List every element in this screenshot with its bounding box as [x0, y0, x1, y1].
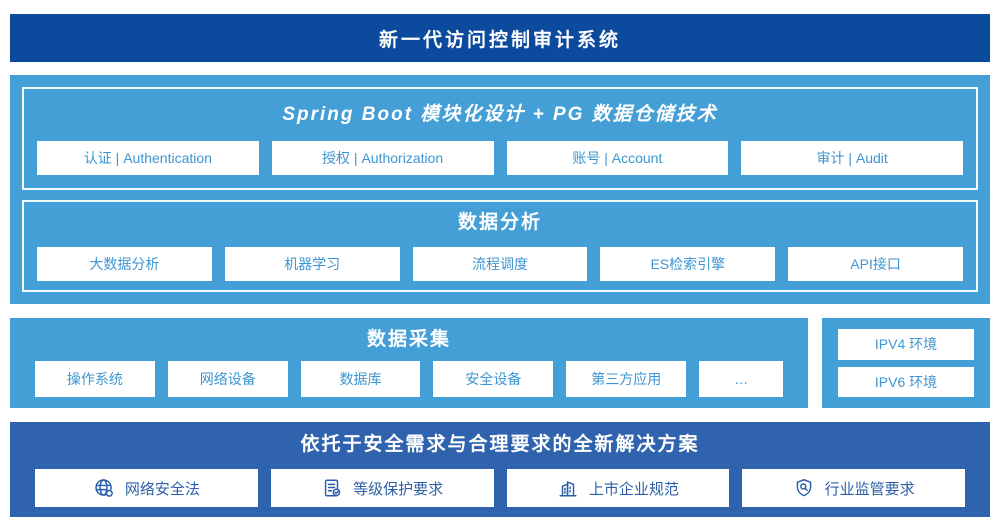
solution-label: 上市企业规范	[588, 480, 679, 498]
collection-label: 安全设备	[465, 371, 522, 387]
environment-box-ipv6: IPV6 环境	[838, 366, 974, 397]
collection-section: 数据采集 操作系统 网络设备 数据库 安全设备 第三方应用 …	[10, 318, 808, 408]
diagram-title: 新一代访问控制审计系统	[378, 29, 621, 51]
module-label: 账号 | Account	[572, 150, 663, 166]
solution-box-cybersecurity-law: 网络安全法	[35, 469, 258, 507]
environment-section: IPV4 环境 IPV6 环境	[822, 318, 990, 408]
analysis-row: 大数据分析 机器学习 流程调度 ES检索引擎 API接口	[37, 247, 963, 281]
solution-label: 等级保护要求	[353, 480, 444, 498]
solution-row: 网络安全法 等级保护要求	[35, 469, 965, 507]
solution-box-industry-regulation: 行业监管要求	[742, 469, 965, 507]
diagram-title-banner: 新一代访问控制审计系统	[10, 14, 990, 62]
collection-title: 数据采集	[366, 329, 451, 350]
solution-box-classified-protection: 等级保护要求	[270, 469, 494, 507]
analysis-subsection: 数据分析 大数据分析 机器学习 流程调度 ES检索引擎 API接口	[22, 200, 978, 292]
globe-icon	[93, 477, 115, 499]
modules-title: Spring Boot 模块化设计 + PG 数据仓储技术	[282, 104, 718, 125]
environment-label: IPV4 环境	[874, 336, 938, 353]
module-box-audit: 审计 | Audit	[741, 141, 963, 175]
module-box-authentication: 认证 | Authentication	[37, 141, 259, 175]
analysis-box-bigdata: 大数据分析	[37, 247, 212, 281]
collection-label: 数据库	[339, 371, 382, 387]
collection-label: 网络设备	[199, 371, 256, 387]
module-box-account: 账号 | Account	[506, 141, 729, 175]
collection-box-thirdparty: 第三方应用	[566, 361, 687, 397]
modules-row: 认证 | Authentication 授权 | Authorization 账…	[37, 141, 963, 175]
modules-subsection: Spring Boot 模块化设计 + PG 数据仓储技术 认证 | Authe…	[22, 87, 978, 190]
analysis-label: 流程调度	[471, 256, 528, 272]
analysis-box-workflow: 流程调度	[412, 247, 588, 281]
analysis-label: 机器学习	[284, 256, 341, 272]
collection-box-network-device: 网络设备	[167, 361, 288, 397]
collection-label: 第三方应用	[591, 371, 662, 387]
solution-label: 网络安全法	[124, 480, 200, 498]
module-label: 审计 | Audit	[816, 150, 888, 166]
analysis-label: API接口	[850, 256, 901, 272]
analysis-label: 大数据分析	[89, 256, 160, 272]
analysis-box-ml: 机器学习	[224, 247, 400, 281]
analysis-box-es: ES检索引擎	[600, 247, 776, 281]
analysis-box-api: API接口	[788, 247, 963, 281]
module-label: 认证 | Authentication	[83, 150, 212, 166]
shield-search-icon	[793, 477, 815, 499]
module-box-authorization: 授权 | Authorization	[271, 141, 494, 175]
environment-label: IPV6 环境	[874, 373, 938, 390]
module-label: 授权 | Authorization	[322, 150, 444, 166]
building-icon	[557, 477, 579, 499]
environment-box-ipv4: IPV4 环境	[838, 329, 974, 360]
platform-section: Spring Boot 模块化设计 + PG 数据仓储技术 认证 | Authe…	[10, 75, 990, 304]
solution-title: 依托于安全需求与合理要求的全新解决方案	[300, 434, 700, 455]
collection-box-more: …	[699, 361, 784, 397]
solution-box-listed-company: 上市企业规范	[506, 469, 730, 507]
collection-label: 操作系统	[66, 371, 123, 387]
document-check-icon	[321, 477, 343, 499]
collection-box-os: 操作系统	[35, 361, 155, 397]
analysis-label: ES检索引擎	[650, 256, 726, 272]
solution-section: 依托于安全需求与合理要求的全新解决方案 网络安全法	[10, 422, 990, 517]
analysis-title: 数据分析	[457, 212, 542, 233]
collection-box-database: 数据库	[300, 361, 421, 397]
collection-row: 操作系统 网络设备 数据库 安全设备 第三方应用 …	[35, 361, 784, 397]
ellipsis-label: …	[734, 371, 749, 387]
solution-label: 行业监管要求	[824, 480, 915, 498]
collection-box-security-device: 安全设备	[433, 361, 554, 397]
